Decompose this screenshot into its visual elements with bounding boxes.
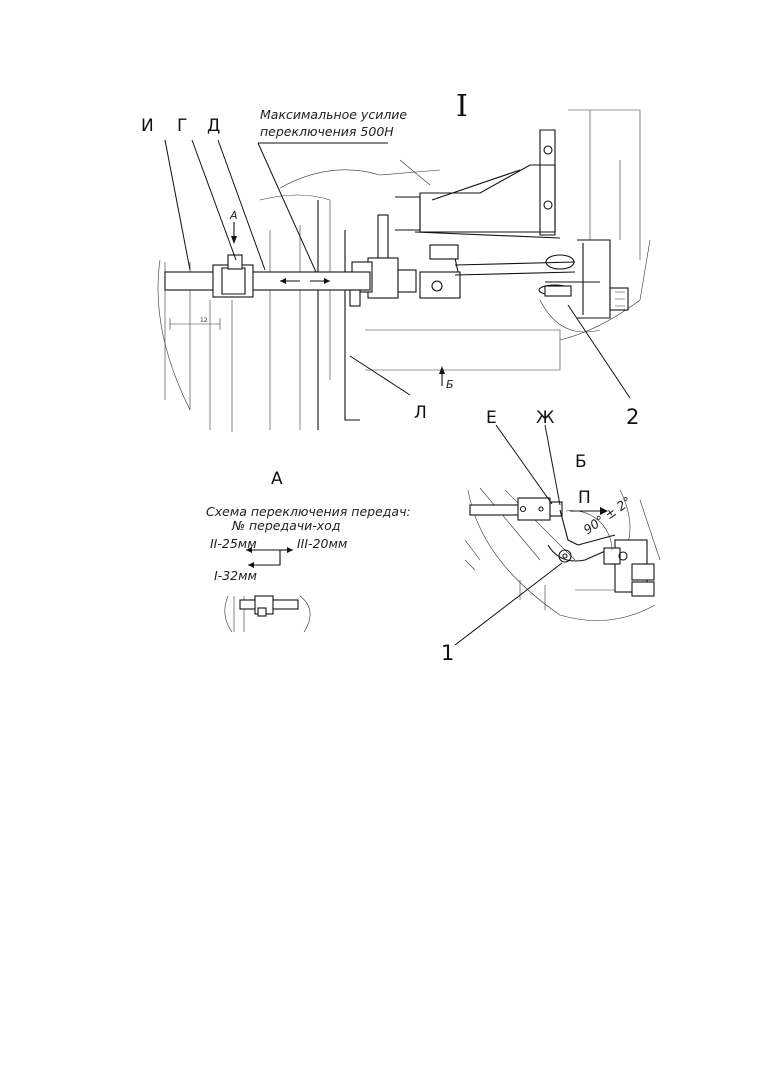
view-b-title: Б (575, 452, 587, 472)
callout-p: П (578, 488, 591, 508)
force-note-line2: переключения 500Н (260, 124, 394, 139)
main-view: 12 А Б И Г Д Л 2 Максимальное усилие пер… (141, 89, 651, 432)
view-a-arrow-label: А (229, 209, 238, 222)
gear-2-label: II-25мм (210, 536, 257, 551)
view-a-title: А (271, 469, 283, 489)
callout-1: 1 (441, 641, 454, 665)
force-note-line1: Максимальное усилие (260, 107, 407, 122)
callout-d: Д (207, 116, 220, 136)
gear-1-label: I-32мм (214, 568, 257, 583)
view-b: Б П 90° ± 2° (441, 408, 661, 665)
callout-l: Л (414, 403, 427, 423)
gear-3-label: III-20мм (297, 536, 347, 551)
callout-e: Е (486, 408, 497, 428)
view-title-roman: I (456, 89, 468, 124)
dimension-value: 12 (200, 317, 208, 324)
callout-i: И (141, 116, 154, 136)
view-b-arrow-label: Б (446, 378, 454, 391)
callout-g: Г (177, 116, 187, 136)
callout-2: 2 (626, 405, 639, 429)
view-a: А Схема переключения передач: № передачи… (206, 469, 411, 633)
scheme-title: Схема переключения передач: (206, 504, 411, 519)
scheme-subtitle: № передачи-ход (231, 518, 340, 533)
callout-zh: Ж (536, 408, 554, 428)
